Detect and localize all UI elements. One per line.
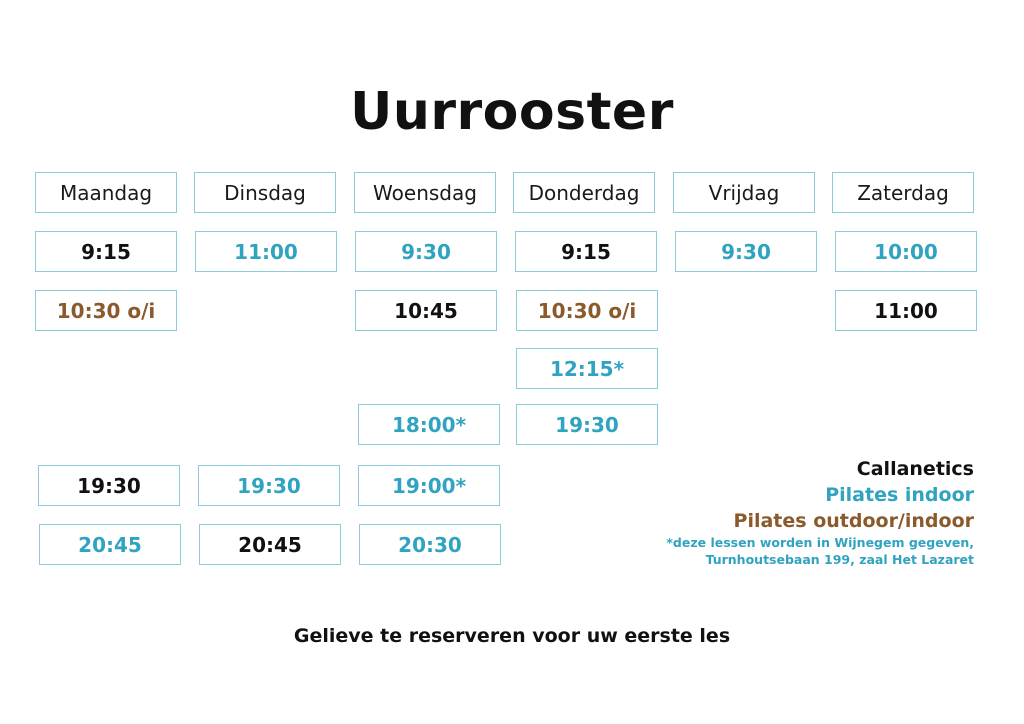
day-header-woensdag: Woensdag bbox=[354, 172, 496, 213]
slot-woensdag-4: 19:00* bbox=[358, 465, 500, 506]
day-header-maandag: Maandag bbox=[35, 172, 177, 213]
slot-maandag-2: 10:30 o/i bbox=[35, 290, 177, 331]
legend-note-line1: *deze lessen worden in Wijnegem gegeven, bbox=[666, 535, 974, 550]
slot-dinsdag-2: 19:30 bbox=[198, 465, 340, 506]
day-header-dinsdag: Dinsdag bbox=[194, 172, 336, 213]
legend-pilates-outdoor-indoor: Pilates outdoor/indoor bbox=[733, 510, 974, 532]
slot-maandag-3: 19:30 bbox=[38, 465, 180, 506]
legend: Callanetics Pilates indoor Pilates outdo… bbox=[666, 456, 974, 568]
slot-vrijdag-1: 9:30 bbox=[675, 231, 817, 272]
slot-woensdag-1: 9:30 bbox=[355, 231, 497, 272]
footer-note: Gelieve te reserveren voor uw eerste les bbox=[293, 625, 731, 647]
slot-donderdag-1: 9:15 bbox=[515, 231, 657, 272]
day-header-donderdag: Donderdag bbox=[513, 172, 655, 213]
slot-maandag-1: 9:15 bbox=[35, 231, 177, 272]
legend-note-line2: Turnhoutsebaan 199, zaal Het Lazaret bbox=[705, 552, 974, 567]
legend-pilates-indoor: Pilates indoor bbox=[825, 484, 974, 506]
slot-donderdag-3: 12:15* bbox=[516, 348, 658, 389]
day-header-zaterdag: Zaterdag bbox=[832, 172, 974, 213]
slot-maandag-4: 20:45 bbox=[39, 524, 181, 565]
slot-woensdag-5: 20:30 bbox=[359, 524, 501, 565]
slot-zaterdag-2: 11:00 bbox=[835, 290, 977, 331]
slot-woensdag-2: 10:45 bbox=[355, 290, 497, 331]
slot-dinsdag-1: 11:00 bbox=[195, 231, 337, 272]
slot-donderdag-4: 19:30 bbox=[516, 404, 658, 445]
legend-callanetics: Callanetics bbox=[856, 458, 974, 480]
day-header-vrijdag: Vrijdag bbox=[673, 172, 815, 213]
slot-zaterdag-1: 10:00 bbox=[835, 231, 977, 272]
slot-donderdag-2: 10:30 o/i bbox=[516, 290, 658, 331]
slot-dinsdag-3: 20:45 bbox=[199, 524, 341, 565]
slot-woensdag-3: 18:00* bbox=[358, 404, 500, 445]
page-title: Uurrooster bbox=[350, 82, 674, 142]
